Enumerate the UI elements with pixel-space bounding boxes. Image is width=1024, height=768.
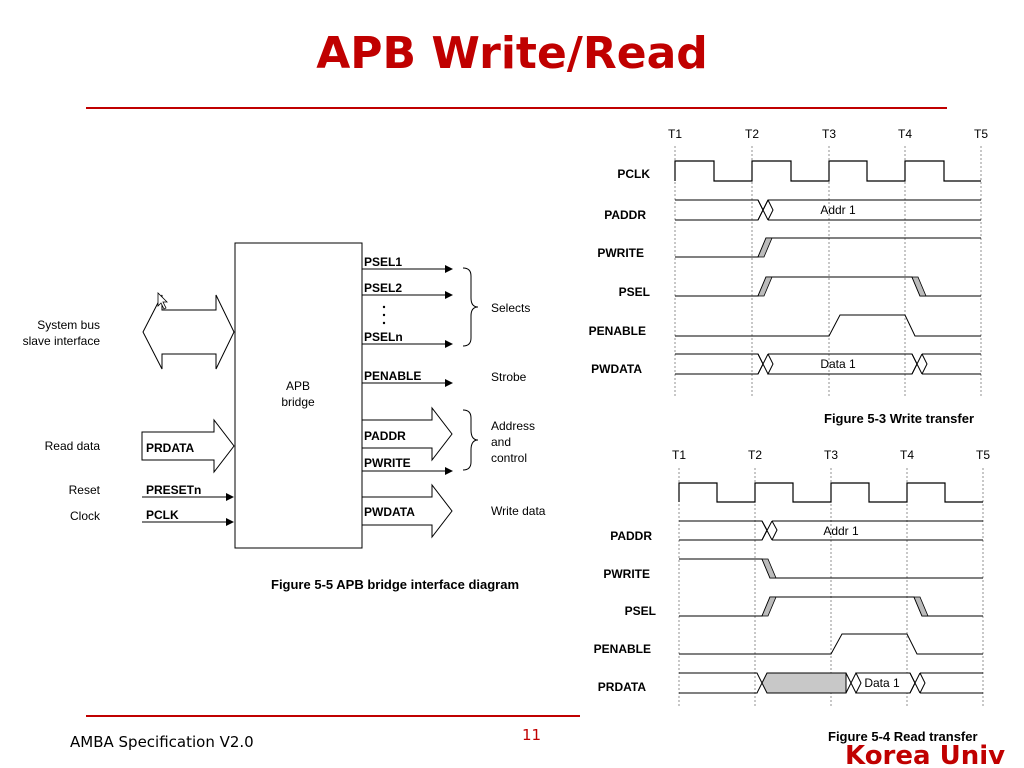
title-divider (86, 107, 947, 109)
paddr-label: PADDR (364, 429, 406, 443)
write-pwdata-label: PWDATA (591, 362, 642, 376)
write-transfer-diagram: T1 T2 T3 T4 T5 PCLK PADDR PWRITE PSEL PE… (589, 127, 989, 426)
read-transfer-diagram: T1 T2 T3 T4 T5 PADDR PWRITE PSEL PENABLE… (594, 448, 991, 744)
read-prdata-label: PRDATA (598, 680, 647, 694)
bridge-label-2: bridge (281, 395, 315, 409)
read-t3: T3 (824, 448, 838, 462)
write-penable-wave (675, 314, 981, 337)
system-bus-arrow (142, 294, 235, 370)
pseln-label: PSELn (364, 330, 403, 344)
write-pclk-label: PCLK (617, 167, 650, 181)
reset-label: Reset (69, 483, 101, 497)
pclk-input-label: PCLK (146, 508, 179, 522)
footer-divider (86, 715, 580, 717)
write-caption: Figure 5-3 Write transfer (824, 411, 974, 426)
read-t4: T4 (900, 448, 914, 462)
read-t2: T2 (748, 448, 762, 462)
paddr-arrow (361, 406, 453, 462)
read-psel-fall (913, 596, 929, 617)
read-addr-value: Addr 1 (823, 524, 859, 538)
read-psel-wave (679, 596, 983, 617)
read-paddr-label: PADDR (610, 529, 652, 543)
read-pwrite-label: PWRITE (603, 567, 650, 581)
system-bus-label-1: System bus (37, 318, 100, 332)
write-pwrite-transition (757, 237, 773, 258)
system-bus-label-2: slave interface (23, 334, 101, 348)
bridge-label-1: APB (286, 379, 310, 393)
write-addr-value: Addr 1 (820, 203, 856, 217)
read-data-label: Read data (45, 439, 101, 453)
read-pclk-wave (678, 482, 983, 503)
pwdata-label: PWDATA (364, 505, 415, 519)
control-label: control (491, 451, 527, 465)
read-prdata-wave (679, 672, 983, 694)
address-control-brace (462, 409, 479, 471)
clock-label: Clock (70, 509, 101, 523)
psel1-label: PSEL1 (364, 255, 402, 269)
write-t3: T3 (822, 127, 836, 141)
read-psel-rise (761, 596, 777, 617)
write-psel-fall (911, 276, 927, 297)
write-pclk-wave (674, 160, 981, 182)
write-t1: T1 (668, 127, 682, 141)
presetn-label: PRESETn (146, 483, 201, 497)
footer-spec: AMBA Specification V2.0 (70, 733, 254, 751)
write-psel-label: PSEL (619, 285, 650, 299)
write-t4: T4 (898, 127, 912, 141)
apb-bridge-diagram: APB bridge System bus slave interface PR… (23, 242, 546, 592)
read-psel-label: PSEL (625, 604, 656, 618)
write-paddr-label: PADDR (604, 208, 646, 222)
read-pwrite-transition (761, 558, 777, 579)
write-psel-wave (675, 276, 981, 297)
write-pwdata-wave (675, 353, 981, 375)
pwdata-arrow (361, 483, 453, 539)
slide-title: APB Write/Read (316, 28, 708, 79)
penable-label: PENABLE (364, 369, 421, 383)
read-t5: T5 (976, 448, 990, 462)
psel2-label: PSEL2 (364, 281, 402, 295)
write-penable-label: PENABLE (589, 324, 646, 338)
selects-brace (462, 267, 479, 347)
write-t5: T5 (974, 127, 988, 141)
selects-label: Selects (491, 301, 530, 315)
read-data-value: Data 1 (864, 676, 900, 690)
ellipsis-dot (382, 305, 386, 309)
bridge-caption: Figure 5-5 APB bridge interface diagram (271, 577, 519, 592)
read-penable-wave (679, 633, 983, 655)
write-data-value: Data 1 (820, 357, 856, 371)
read-t1: T1 (672, 448, 686, 462)
write-pwrite-label: PWRITE (597, 246, 644, 260)
write-data-label: Write data (491, 504, 546, 518)
address-label: Address (491, 419, 535, 433)
write-pwrite-wave (675, 237, 981, 258)
write-psel-rise (757, 276, 773, 297)
read-penable-label: PENABLE (594, 642, 651, 656)
read-caption: Figure 5-4 Read transfer (828, 729, 978, 744)
footer-brand: Korea Univ (845, 741, 1006, 768)
apb-bridge-box (234, 242, 363, 549)
pwrite-label: PWRITE (364, 456, 411, 470)
page-number: 11 (522, 726, 542, 744)
prdata-label: PRDATA (146, 441, 195, 455)
cursor-icon (157, 292, 168, 310)
write-paddr-wave (675, 199, 981, 221)
prdata-arrow (141, 418, 235, 474)
ellipsis-dot (382, 313, 386, 317)
and-label: and (491, 435, 511, 449)
strobe-label: Strobe (491, 370, 527, 384)
ellipsis-dot (382, 321, 386, 325)
write-t2: T2 (745, 127, 759, 141)
read-paddr-wave (679, 520, 983, 541)
